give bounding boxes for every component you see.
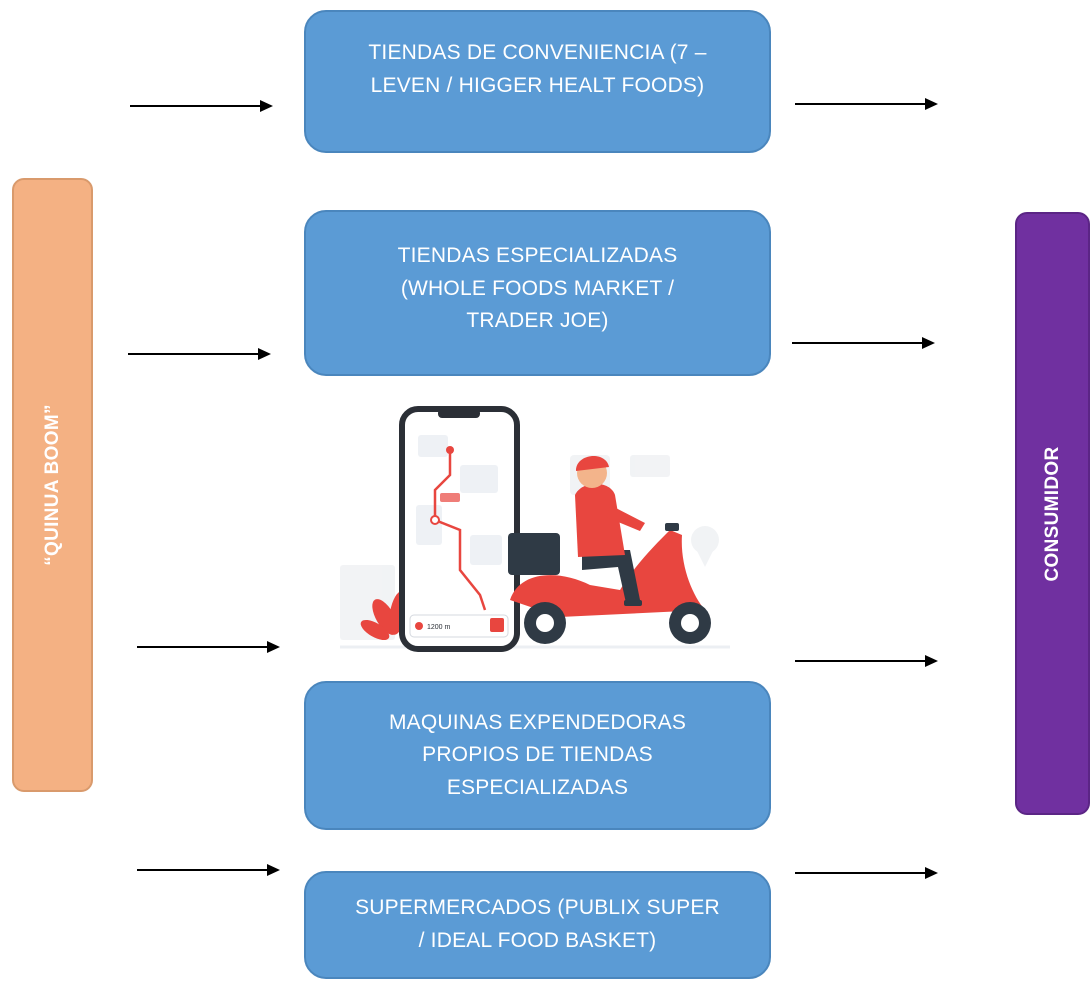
channel-box-supermarkets: SUPERMERCADOS (PUBLIX SUPER / IDEAL FOOD… <box>304 871 771 979</box>
channel-box-convenience-stores: TIENDAS DE CONVENIENCIA (7 – LEVEN / HIG… <box>304 10 771 153</box>
arrow-in-4 <box>137 864 280 876</box>
arrow-out-1 <box>795 98 938 110</box>
channel-text-line: MAQUINAS EXPENDEDORAS <box>388 710 687 734</box>
arrow-out-2 <box>792 337 935 349</box>
channel-text-line: / IDEAL FOOD BASKET) <box>418 929 657 952</box>
channel-text-line: ESPECIALIZADAS <box>446 775 629 799</box>
phone-distance-text: 1200 m <box>427 624 451 631</box>
channel-text-line: TRADER JOE) <box>466 309 609 333</box>
channel-text-line: TIENDAS DE CONVENIENCIA (7 – <box>368 40 707 64</box>
arrow-in-3 <box>137 641 280 653</box>
channel-text-line: TIENDAS ESPECIALIZADAS <box>397 244 678 268</box>
consumer-label: CONSUMIDOR <box>1041 446 1063 581</box>
arrow-out-3 <box>795 655 938 667</box>
arrow-out-4 <box>795 867 938 879</box>
consumer-bar: CONSUMIDOR <box>1015 212 1090 815</box>
channel-box-specialty-stores: TIENDAS ESPECIALIZADAS (WHOLE FOODS MARK… <box>304 210 771 376</box>
source-label: “QUINUA BOOM” <box>41 404 63 566</box>
source-bar: “QUINUA BOOM” <box>12 178 93 792</box>
channel-text-line: LEVEN / HIGGER HEALT FOODS) <box>370 73 705 97</box>
channel-text-line: SUPERMERCADOS (PUBLIX SUPER <box>355 896 720 920</box>
arrow-in-2 <box>128 348 271 360</box>
arrow-in-1 <box>130 100 273 112</box>
channel-text-line: PROPIOS DE TIENDAS <box>422 743 653 767</box>
channel-text-line: (WHOLE FOODS MARKET / <box>400 276 675 300</box>
channel-box-vending-machines: MAQUINAS EXPENDEDORAS PROPIOS DE TIENDAS… <box>304 681 771 830</box>
delivery-scooter-phone-illustration: 1200 m <box>340 406 730 652</box>
